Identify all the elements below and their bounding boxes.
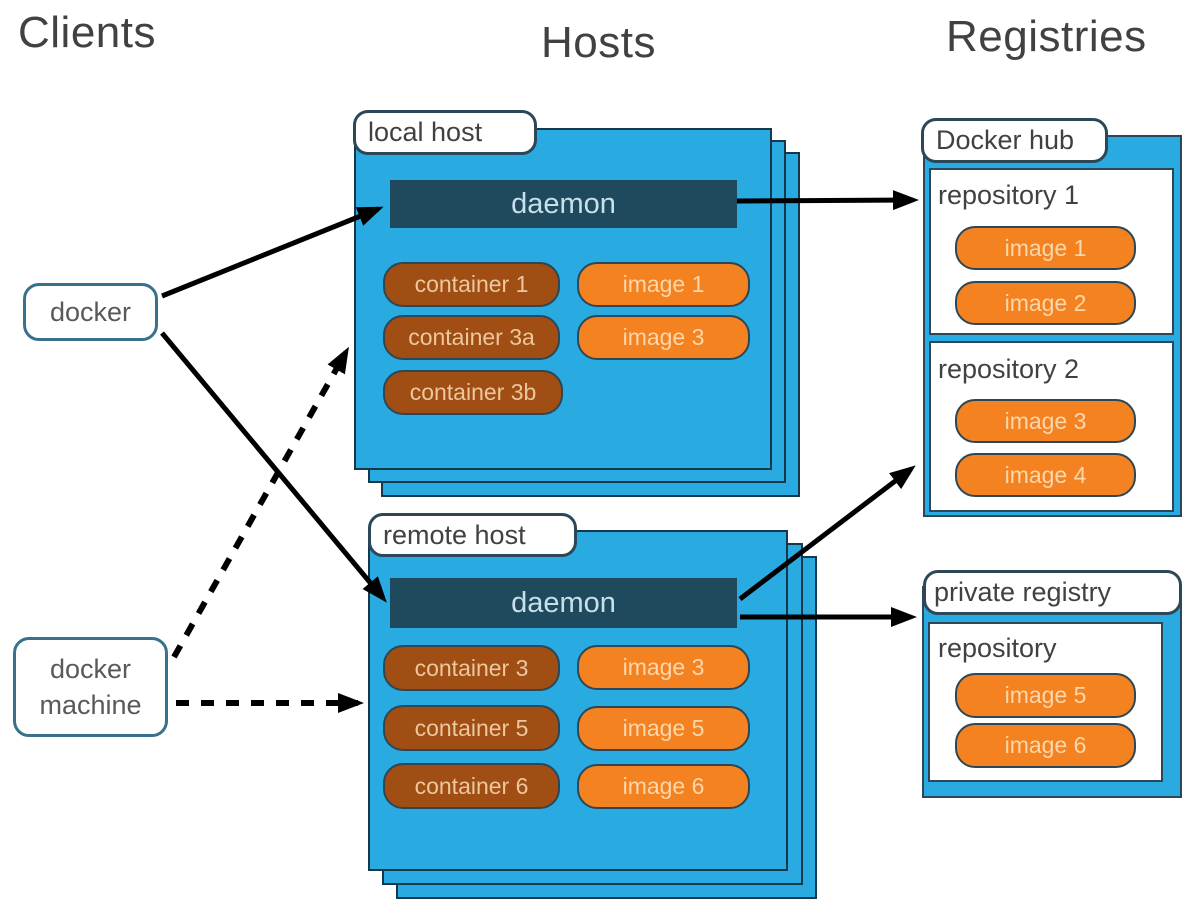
arrow-docker-to-remote-daemon: [160, 331, 387, 603]
private-registry-label: private registry: [934, 577, 1112, 607]
hub-image-1: image 1: [955, 226, 1136, 270]
hub-image-3: image 3: [955, 399, 1136, 443]
arrow-docker-to-local-daemon: [161, 206, 384, 299]
local-host-daemon-bar: daemon: [390, 180, 737, 228]
local-image-1: image 1: [577, 262, 750, 307]
repository-2-title: repository 2: [938, 354, 1080, 384]
local-container-3b: container 3b: [383, 370, 563, 415]
local-host-tag: local host: [353, 110, 537, 155]
hosts-header: Hosts: [541, 18, 656, 67]
local-container-1: container 1: [383, 262, 560, 307]
remote-container-5: container 5: [383, 705, 560, 751]
remote-container-6: container 6: [383, 763, 560, 809]
private-image-6: image 6: [955, 723, 1136, 768]
remote-host-daemon-label: daemon: [511, 586, 616, 619]
remote-image-3: image 3: [577, 645, 750, 690]
private-registry-tag: private registry: [923, 570, 1182, 615]
remote-image-6: image 6: [577, 764, 750, 809]
docker-hub-tag: Docker hub: [921, 118, 1108, 163]
docker-hub-label: Docker hub: [936, 125, 1075, 155]
local-image-3: image 3: [577, 315, 750, 360]
client-docker-node: docker: [23, 283, 158, 341]
registries-header: Registries: [946, 12, 1147, 61]
client-docker-machine-label: docker machine: [39, 653, 142, 720]
repository-1-title: repository 1: [938, 180, 1080, 210]
remote-image-5: image 5: [577, 706, 750, 751]
hub-image-2: image 2: [955, 281, 1136, 325]
client-docker-machine-node: docker machine: [13, 637, 168, 737]
remote-host-tag: remote host: [368, 513, 577, 557]
remote-host-label: remote host: [383, 519, 526, 550]
remote-container-3: container 3: [383, 645, 560, 691]
local-host-label: local host: [368, 117, 483, 147]
private-repository-title: repository: [938, 633, 1057, 663]
private-image-5: image 5: [955, 673, 1136, 718]
clients-header: Clients: [18, 8, 156, 57]
local-container-3a: container 3a: [383, 315, 560, 360]
hub-image-4: image 4: [955, 453, 1136, 497]
remote-host-daemon-bar: daemon: [390, 578, 737, 628]
client-docker-label: docker: [49, 296, 132, 327]
arrow-docker-machine-to-local-host: [171, 346, 349, 659]
local-host-daemon-label: daemon: [511, 187, 616, 220]
